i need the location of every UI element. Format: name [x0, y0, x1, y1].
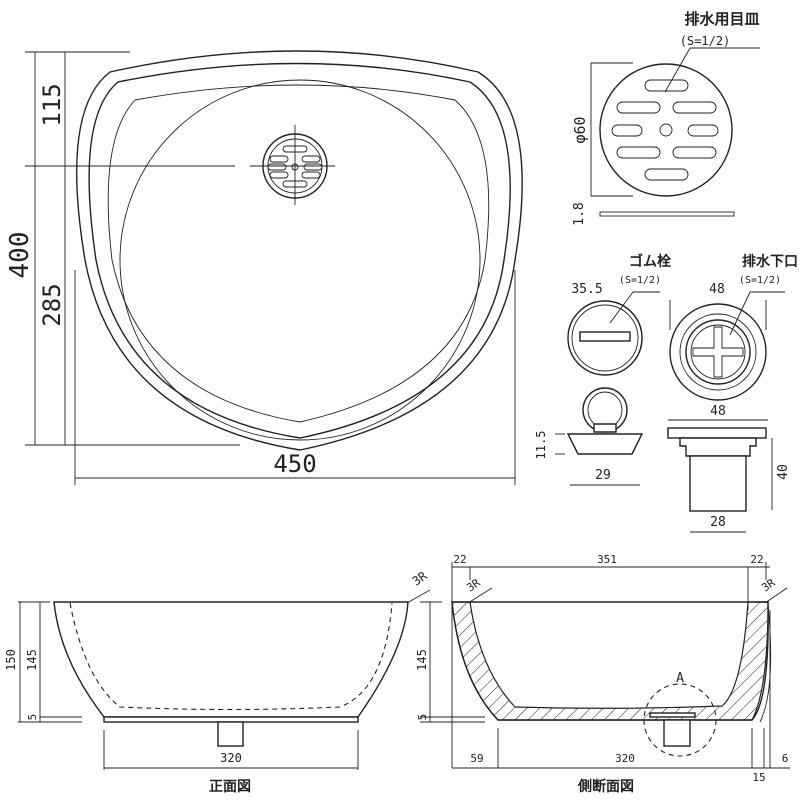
plug-bottom: 29: [595, 468, 611, 483]
outlet-pipe: 28: [710, 515, 726, 530]
drain-grate-icon: [250, 125, 335, 205]
side-dim-bottom: 320: [615, 752, 635, 765]
front-dim-body: 145: [25, 649, 39, 671]
front-view-caption: 正面図: [209, 779, 251, 795]
front-dim-total: 150: [4, 649, 18, 671]
outlet-top: 48: [709, 282, 725, 297]
front-dim-bottom: 320: [220, 751, 242, 765]
plug-height: 11.5: [534, 431, 548, 460]
outlet-height: 40: [776, 464, 791, 480]
side-dim-body: 145: [415, 649, 429, 671]
side-dim-base: 5: [416, 714, 429, 721]
rubber-plug-detail: ゴム栓 (S=1/2) 35.5 11.5 29: [534, 253, 671, 486]
top-view: 400 115 285 450: [5, 50, 523, 485]
grate-spec: (S=1/2): [680, 34, 731, 48]
side-radius-left: 3R: [464, 576, 483, 594]
plug-spec: (S=1/2): [619, 275, 661, 286]
side-section-view: A 22 351 22 3R 3R 145 5 59 320 6 15 側断面図: [415, 553, 790, 795]
plug-diameter: 35.5: [571, 282, 602, 297]
dim-width: 450: [273, 450, 316, 478]
outlet-spec: (S=1/2): [739, 275, 781, 286]
side-dim-right-a: 15: [752, 771, 765, 784]
grate-thickness: 1.8: [572, 202, 587, 225]
grate-title: 排水用目皿: [684, 10, 759, 28]
dim-front: 115: [38, 83, 66, 126]
dim-total-depth: 400: [5, 232, 35, 279]
side-section-caption: 側断面図: [577, 778, 634, 795]
side-dim-left-wall: 22: [453, 553, 466, 566]
grate-diameter: φ60: [571, 116, 589, 143]
dim-back: 285: [38, 283, 66, 326]
side-dim-right-wall: 22: [750, 553, 763, 566]
front-radius: 3R: [410, 568, 431, 588]
drain-grate-detail: 排水用目皿 (S=1/2) φ60 1.8: [571, 10, 760, 226]
outlet-flange: 48: [710, 404, 726, 419]
plug-title: ゴム栓: [629, 253, 671, 270]
side-dim-inner: 351: [597, 553, 617, 566]
front-dim-base: 5: [26, 714, 39, 721]
side-radius-right: 3R: [759, 576, 778, 594]
drain-outlet-detail: 排水下口 (S=1/2) 48 48 40 28: [667, 253, 798, 533]
detail-label: A: [676, 671, 684, 686]
side-dim-right-b: 6: [782, 752, 789, 765]
side-dim-left-offset: 59: [470, 752, 483, 765]
front-view: 150 145 5 3R 320 正面図: [4, 568, 431, 795]
outlet-title: 排水下口: [742, 253, 798, 270]
